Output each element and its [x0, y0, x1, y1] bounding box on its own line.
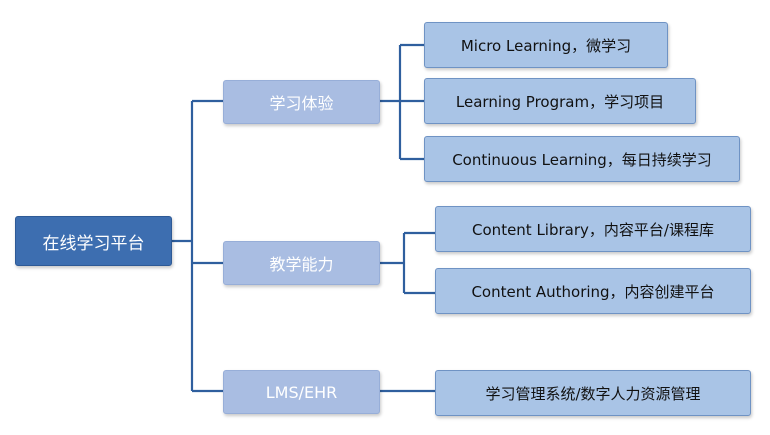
- connector-branch-2-leaves: [380, 231, 435, 295]
- branch-node-learning-experience: 学习体验: [223, 80, 380, 124]
- connector-branch-1-leaves: [380, 43, 424, 161]
- connector-root-branches: [172, 99, 223, 393]
- leaf-node-content-library: Content Library，内容平台/课程库: [435, 206, 751, 252]
- leaf-node-learning-program: Learning Program，学习项目: [424, 78, 696, 124]
- leaf-node-lms-management: 学习管理系统/数字人力资源管理: [435, 370, 751, 416]
- leaf-node-content-authoring: Content Authoring，内容创建平台: [435, 268, 751, 314]
- leaf-node-micro-learning: Micro Learning，微学习: [424, 22, 668, 68]
- branch-node-lms-ehr: LMS/EHR: [223, 370, 380, 414]
- root-node: 在线学习平台: [15, 216, 172, 266]
- branch-node-teaching-capability: 教学能力: [223, 241, 380, 285]
- leaf-node-continuous-learning: Continuous Learning，每日持续学习: [424, 136, 740, 182]
